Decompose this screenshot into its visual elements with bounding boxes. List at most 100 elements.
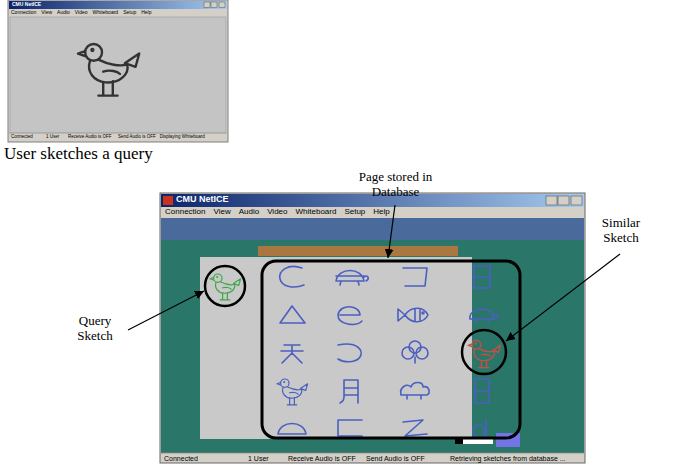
drawing-part xyxy=(475,379,489,403)
similar-bird-sketch xyxy=(468,340,500,367)
window-button xyxy=(204,2,210,8)
menu-item: Video xyxy=(267,208,287,217)
drawing-part xyxy=(474,266,490,288)
window-button xyxy=(211,2,217,8)
status-text: Receive Audio is OFF xyxy=(68,135,112,140)
page-outline xyxy=(262,261,520,438)
drawing-part xyxy=(401,383,429,400)
status-text: 1 User xyxy=(46,135,59,140)
drawing-part xyxy=(403,420,427,436)
similar-circle xyxy=(462,330,506,374)
menu-item: Whiteboard xyxy=(93,10,119,16)
menu-item: Connection xyxy=(165,208,205,217)
sketch xyxy=(398,308,428,322)
menu-item: Connection xyxy=(11,10,36,16)
leader-arrow xyxy=(128,291,204,330)
window-button xyxy=(558,196,569,205)
title-bar xyxy=(9,1,227,9)
menu-item: View xyxy=(41,10,52,16)
caption: User sketches a query xyxy=(4,144,204,164)
status-text: 1 User xyxy=(248,455,269,463)
status-text: Send Audio is OFF xyxy=(366,455,425,463)
drawing-part xyxy=(281,345,303,363)
drawing-part xyxy=(280,266,304,287)
page-tab xyxy=(258,246,458,256)
callout-label: Page stored in Database xyxy=(343,170,448,200)
query-circle xyxy=(205,266,245,306)
app-window: CMU NetICEConnectionViewAudioVideoWhiteb… xyxy=(8,0,228,142)
sketch xyxy=(474,266,490,288)
window-button xyxy=(219,2,225,8)
sketch xyxy=(422,312,424,314)
window-frame xyxy=(160,193,585,463)
sketch xyxy=(338,344,361,362)
window-title: CMU NetICE xyxy=(176,195,229,205)
menu-item: Whiteboard xyxy=(295,208,336,217)
drawing-part xyxy=(402,341,428,363)
drawing-part xyxy=(398,308,428,322)
sketch xyxy=(278,424,306,435)
drawing-part xyxy=(336,271,368,286)
sketch-grid xyxy=(278,266,498,437)
drawing-part xyxy=(338,307,362,325)
drawing-part xyxy=(338,344,361,362)
status-divider xyxy=(9,133,227,134)
sketch xyxy=(401,383,429,400)
sketch xyxy=(414,357,416,363)
window-button xyxy=(571,196,582,205)
large-window-chrome xyxy=(160,193,585,463)
menu-item: Audio xyxy=(239,208,259,217)
drawing-part xyxy=(340,380,358,403)
menu-item: Setup xyxy=(344,208,365,217)
menu-item: Help xyxy=(373,208,389,217)
drawing-part xyxy=(285,380,287,397)
query-bird-sketch xyxy=(210,274,241,300)
menu-item: Video xyxy=(75,10,88,16)
drawing-part xyxy=(278,424,306,435)
menu-item: Setup xyxy=(123,10,136,16)
status-text: Receive Audio is OFF xyxy=(288,455,356,463)
sketch xyxy=(280,266,304,287)
drawing-part xyxy=(473,419,486,437)
sketch xyxy=(281,345,303,363)
drawing-part xyxy=(338,420,362,436)
status-text: Connected xyxy=(164,455,198,463)
status-text: Send Audio is OFF xyxy=(118,135,156,140)
sketch xyxy=(340,380,358,403)
leader-arrow xyxy=(506,254,620,341)
sketch xyxy=(280,306,305,323)
app-window: CMU NetICE Connection View Audio Video Whiteb… xyxy=(160,193,585,463)
window-button xyxy=(546,196,557,205)
sketch xyxy=(470,309,498,323)
callout-label: Query Sketch xyxy=(66,314,124,344)
drawing-part xyxy=(470,309,498,323)
status-divider xyxy=(161,453,584,454)
status-text: Retrieving sketches from database ... xyxy=(450,455,566,463)
window-title: CMU NetICE xyxy=(12,2,41,8)
whiteboard-page xyxy=(200,257,472,439)
menu-item: View xyxy=(213,208,230,217)
bird-sketch xyxy=(78,44,139,96)
toolbar-band xyxy=(161,218,584,240)
status-text: Displaying Whiteboard xyxy=(160,135,205,140)
app-icon xyxy=(163,196,173,205)
drawing-part xyxy=(285,380,287,397)
whiteboard-area xyxy=(10,17,226,133)
sketch xyxy=(403,420,427,436)
status-text: Connected xyxy=(11,135,33,140)
sketch xyxy=(485,419,487,437)
sketch xyxy=(338,307,362,325)
drawing-part xyxy=(280,306,305,323)
window-frame xyxy=(8,0,228,142)
workspace xyxy=(161,240,584,453)
sketch xyxy=(336,271,368,286)
sketch xyxy=(475,379,489,403)
menu-item: Help xyxy=(141,10,151,16)
sketch xyxy=(338,420,362,436)
sketch xyxy=(403,268,427,286)
bird-sketch xyxy=(277,379,308,405)
sketch xyxy=(416,347,428,359)
